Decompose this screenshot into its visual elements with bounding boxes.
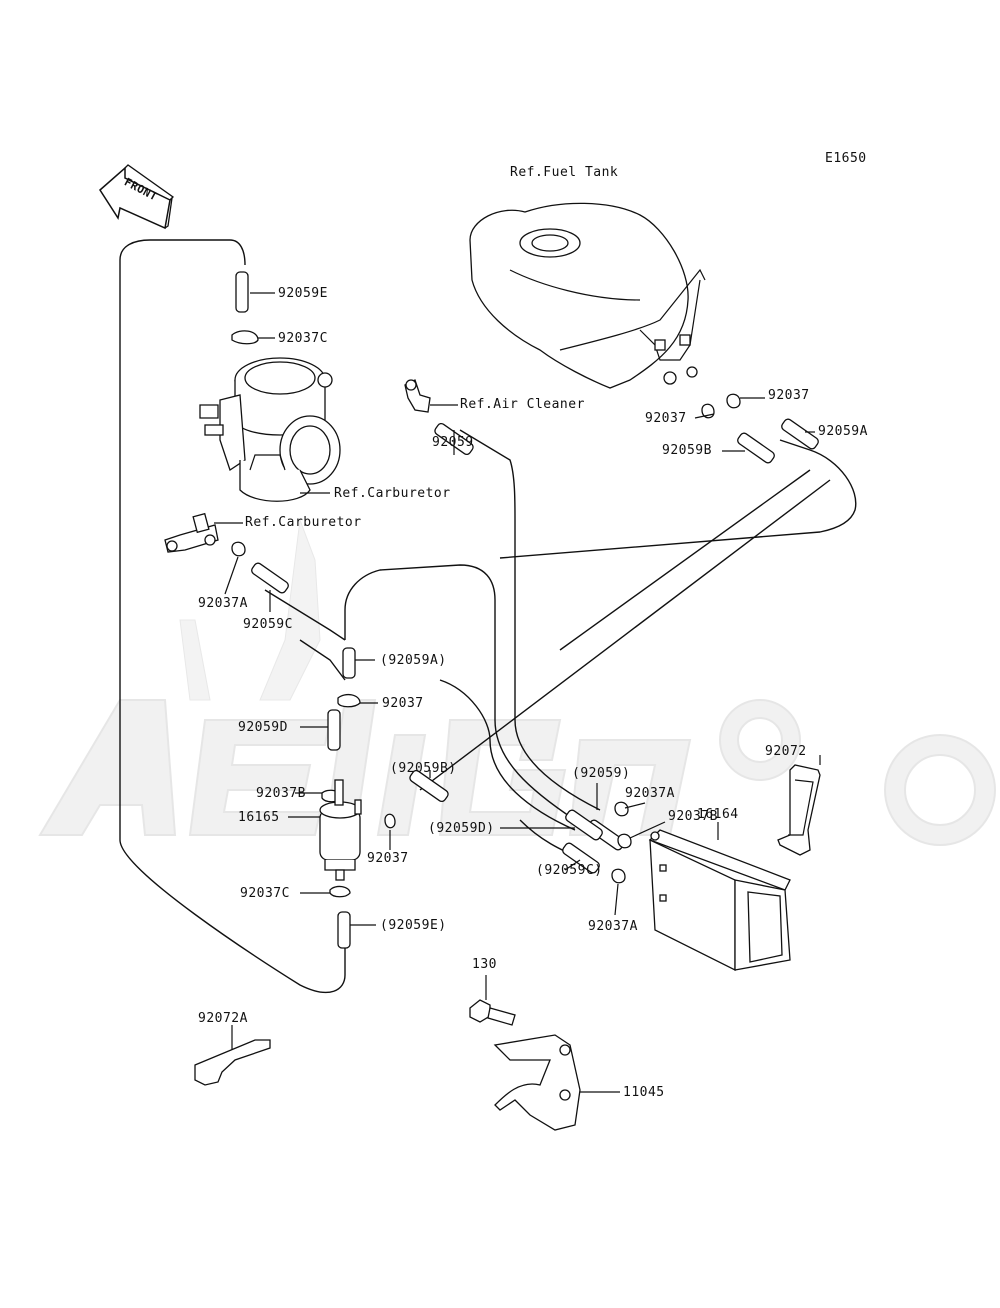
- label-92037C: 92037C: [278, 331, 328, 346]
- label-ref-carburetor-main: Ref.Carburetor: [334, 486, 451, 501]
- hose-routing: [119, 239, 857, 994]
- diagram-code: E1650: [825, 151, 867, 166]
- watermark-logo: [38, 519, 996, 846]
- label-92059E-paren: (92059E): [380, 918, 447, 933]
- air-cleaner-elbow-drawing: [404, 379, 431, 413]
- hose-clamps: [231, 330, 741, 898]
- front-direction-arrow-icon: [99, 164, 175, 230]
- label-92037A-bottom: 92037A: [588, 919, 638, 934]
- tee-fitting-drawing: [164, 512, 219, 553]
- label-92059-paren: (92059): [572, 766, 631, 781]
- fuel-filter-drawing: [319, 779, 362, 881]
- label-92072A: 92072A: [198, 1011, 248, 1026]
- label-92059C-paren: (92059C): [536, 863, 603, 878]
- bracket-92072-drawing: [777, 764, 821, 856]
- label-92059D-paren: (92059D): [428, 821, 495, 836]
- label-ref-air-cleaner: Ref.Air Cleaner: [460, 397, 585, 412]
- label-ref-carburetor-tee: Ref.Carburetor: [245, 515, 362, 530]
- label-16164: 16164: [697, 807, 739, 822]
- canister-drawing: [648, 829, 791, 972]
- label-92059E: 92059E: [278, 286, 328, 301]
- label-92059B: 92059B: [662, 443, 712, 458]
- label-92037-filter-top: 92037: [382, 696, 424, 711]
- label-92037B-right: 92037B: [668, 809, 718, 824]
- label-16165: 16165: [238, 810, 280, 825]
- leader-lines: [214, 292, 821, 1093]
- label-11045: 11045: [623, 1085, 665, 1100]
- carburetor-drawing: [199, 357, 341, 502]
- label-92059B-paren: (92059B): [390, 761, 457, 776]
- label-92037-filter-side: 92037: [367, 851, 409, 866]
- bolt-and-bracket-drawing: [469, 999, 581, 1131]
- label-92059C: 92059C: [243, 617, 293, 632]
- fuel-tank-drawing: [469, 202, 706, 389]
- label-92059D: 92059D: [238, 720, 288, 735]
- label-92059A: 92059A: [818, 424, 868, 439]
- label-92037A-right: 92037A: [625, 786, 675, 801]
- clamp-92072a-drawing: [194, 1039, 271, 1086]
- label-92037C-bottom: 92037C: [240, 886, 290, 901]
- label-92059: 92059: [432, 435, 474, 450]
- label-92037B: 92037B: [256, 786, 306, 801]
- label-92037-tank: 92037: [768, 388, 810, 403]
- label-92037A: 92037A: [198, 596, 248, 611]
- label-130: 130: [472, 957, 497, 972]
- label-92072: 92072: [765, 744, 807, 759]
- label-ref-fuel-tank: Ref.Fuel Tank: [510, 165, 619, 180]
- label-92037-tank-left: 92037: [645, 411, 687, 426]
- label-92059A-paren: (92059A): [380, 653, 447, 668]
